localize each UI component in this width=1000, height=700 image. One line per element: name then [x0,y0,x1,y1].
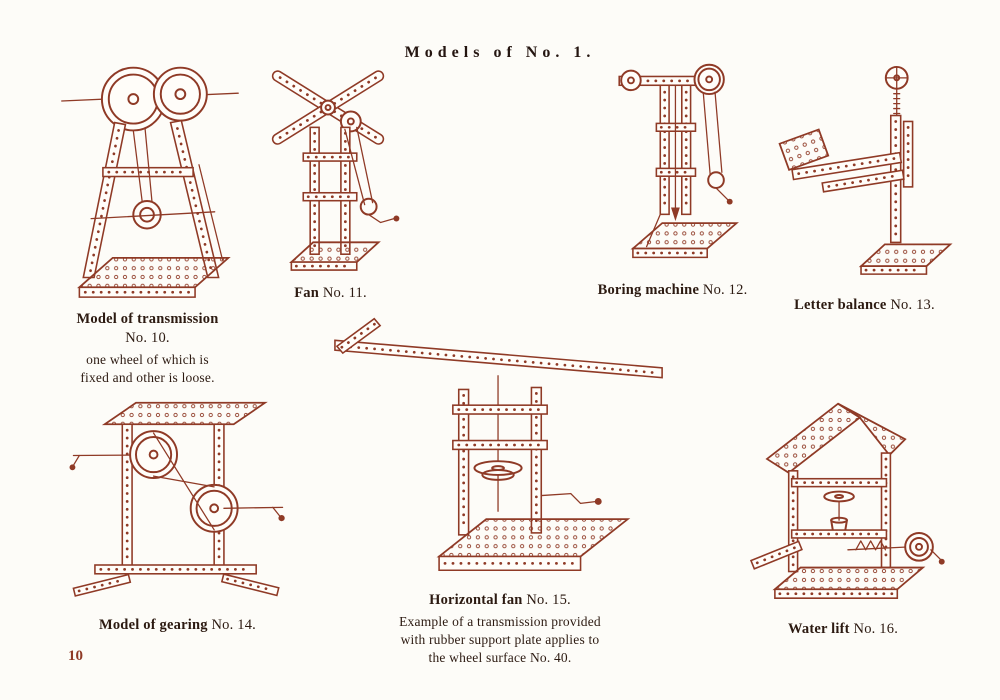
model-no15-figure: Horizontal fan No. 15. Example of a tran… [315,303,685,668]
boring-machine-illustration [618,63,739,259]
description-line: one wheel of which is [86,351,209,367]
description-line: with rubber support plate applies to [400,632,600,648]
model-no14-figure: Model of gearing No. 14. [55,393,300,635]
model-name: Boring machine [597,282,700,298]
water-lift-illustration [749,402,945,599]
model-number: No. 14. [211,617,257,633]
model-title: Letter balance No. 13. [794,296,935,315]
model-caption: Letter balance No. 13. [794,296,935,315]
model-number: No. 12. [702,282,748,298]
model-title: Water lift No. 16. [788,620,898,639]
model-title: Boring machine No. 12. [598,281,748,300]
model-name: Horizontal fan [429,592,523,608]
description-line: the wheel surface No. 40. [428,650,572,666]
model-number: No. 10. [125,329,170,346]
model-no10-figure: Model of transmission No. 10. one wheel … [30,52,265,387]
model-no12-figure: Boring machine No. 12. [585,53,760,300]
model-number: No. 13. [890,297,935,313]
description-line: fixed and other is loose. [80,369,215,385]
page-number: 10 [68,648,83,664]
model-description: one wheel of which is fixed and other is… [77,351,219,387]
model-no11-figure: Fan No. 11. [248,58,413,303]
model-number: No. 11. [322,285,367,301]
model-title: Horizontal fan No. 15. [399,591,601,610]
model-caption: Boring machine No. 12. [598,281,748,300]
model-name: Model of transmission [76,311,219,327]
model-title: Fan No. 11. [294,284,367,303]
model-number: No. 16. [853,621,899,637]
model-name: Fan [294,285,319,301]
model-caption: Model of transmission No. 10. one wheel … [77,310,219,387]
model-no16-figure: Water lift No. 16. [733,380,953,639]
model-name: Water lift [787,621,850,637]
model-title: Model of gearing No. 14. [99,616,256,635]
model-number: No. 15. [526,592,571,608]
model-caption: Horizontal fan No. 15. Example of a tran… [399,591,601,668]
model-caption: Model of gearing No. 14. [99,616,256,635]
fan-illustration [271,70,400,271]
letter-balance-illustration [777,65,953,275]
model-caption: Fan No. 11. [294,284,367,303]
transmission-model-illustration [60,66,239,298]
model-name: Model of gearing [98,617,208,633]
horizontal-fan-illustration [334,317,663,572]
description-line: Example of a transmission provided [399,613,601,629]
model-caption: Water lift No. 16. [788,620,898,639]
gearing-model-illustration [69,401,285,597]
model-name: Letter balance [794,297,887,313]
model-description: Example of a transmission provided with … [399,613,601,668]
page-title: Models of No. 1. [404,44,596,61]
model-no13-figure: Letter balance No. 13. [772,60,957,315]
